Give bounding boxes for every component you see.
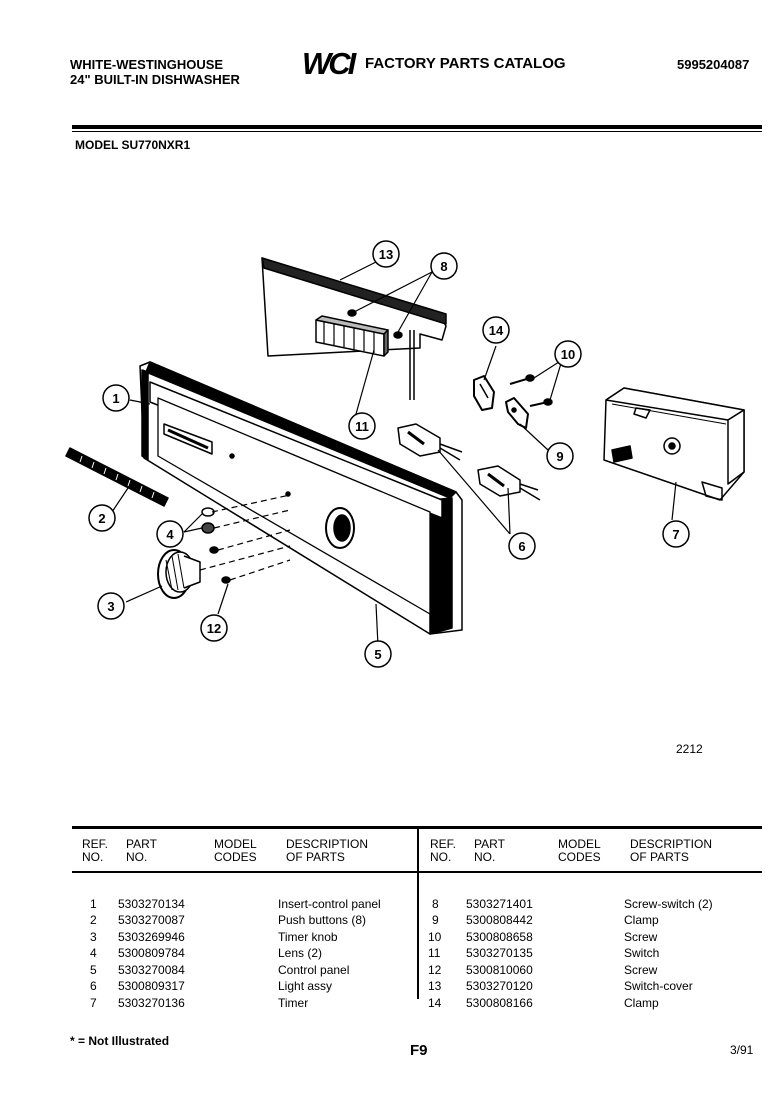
callout-11: 11 (348, 412, 376, 440)
screw-10-drawing (509, 374, 553, 407)
svg-text:12: 12 (207, 621, 221, 636)
logo-text: WCI (302, 46, 358, 78)
svg-text:4: 4 (166, 527, 174, 542)
catalog-title: FACTORY PARTS CATALOG (365, 55, 566, 72)
callout-12: 12 (200, 614, 228, 642)
callout-1: 1 (102, 384, 130, 412)
svg-text:5: 5 (374, 647, 381, 662)
table-header-rule (72, 871, 762, 873)
hdr-ref-right: REF.NO. (430, 837, 457, 864)
svg-text:14: 14 (489, 323, 504, 338)
callouts: 1 2 3 4 5 6 7 8 9 10 11 12 13 14 (88, 240, 690, 668)
switch-drawing (315, 315, 389, 357)
hdr-ref-left: REF.NO. (82, 837, 109, 864)
callout-5: 5 (364, 640, 392, 668)
callout-4: 4 (156, 520, 184, 548)
callout-7: 7 (662, 520, 690, 548)
svg-text:11: 11 (355, 419, 369, 434)
control-panel-drawing (139, 361, 463, 635)
callout-9: 9 (546, 442, 574, 470)
catalog-date: 3/91 (730, 1043, 754, 1057)
brand-line-1: WHITE-WESTINGHOUSE (70, 57, 224, 72)
callout-10: 10 (554, 340, 582, 368)
light-assy-drawing-b (477, 465, 541, 501)
svg-text:7: 7 (672, 527, 679, 542)
table-top-rule (72, 826, 762, 829)
callout-2: 2 (88, 504, 116, 532)
push-buttons-drawing (65, 447, 169, 507)
not-illustrated-note: * = Not Illustrated (70, 1034, 170, 1048)
page-number: F9 (410, 1042, 428, 1059)
figure-number: 2212 (676, 742, 703, 756)
exploded-parts-diagram: 1 2 3 4 5 6 7 8 9 10 11 12 13 14 (65, 240, 745, 668)
svg-text:9: 9 (556, 449, 563, 464)
timer-knob-drawing (157, 549, 201, 599)
svg-text:8: 8 (440, 259, 447, 274)
svg-text:3: 3 (107, 599, 114, 614)
model-line: MODEL SU770NXR1 (75, 138, 191, 152)
header-rule-thick (72, 125, 762, 129)
catalog-number: 5995204087 (677, 57, 750, 72)
callout-13: 13 (372, 240, 400, 268)
brand-line-2: 24" BUILT-IN DISHWASHER (70, 72, 240, 87)
callout-14: 14 (482, 316, 510, 344)
svg-text:10: 10 (561, 347, 575, 362)
wci-logo: WCI (302, 46, 361, 78)
svg-text:13: 13 (379, 247, 393, 262)
svg-text:2: 2 (98, 511, 105, 526)
clamp-14-drawing (473, 375, 495, 411)
switch-cover-drawing (261, 257, 447, 400)
svg-text:1: 1 (112, 391, 119, 406)
light-assy-drawing-a (397, 423, 463, 461)
header-rule-thin (72, 131, 762, 132)
callout-6: 6 (508, 532, 536, 560)
table-divider (417, 829, 419, 999)
callout-8: 8 (430, 252, 458, 280)
callout-3: 3 (97, 592, 125, 620)
clamp-9-drawing (505, 397, 529, 429)
svg-text:6: 6 (518, 539, 525, 554)
timer-drawing (603, 387, 745, 501)
